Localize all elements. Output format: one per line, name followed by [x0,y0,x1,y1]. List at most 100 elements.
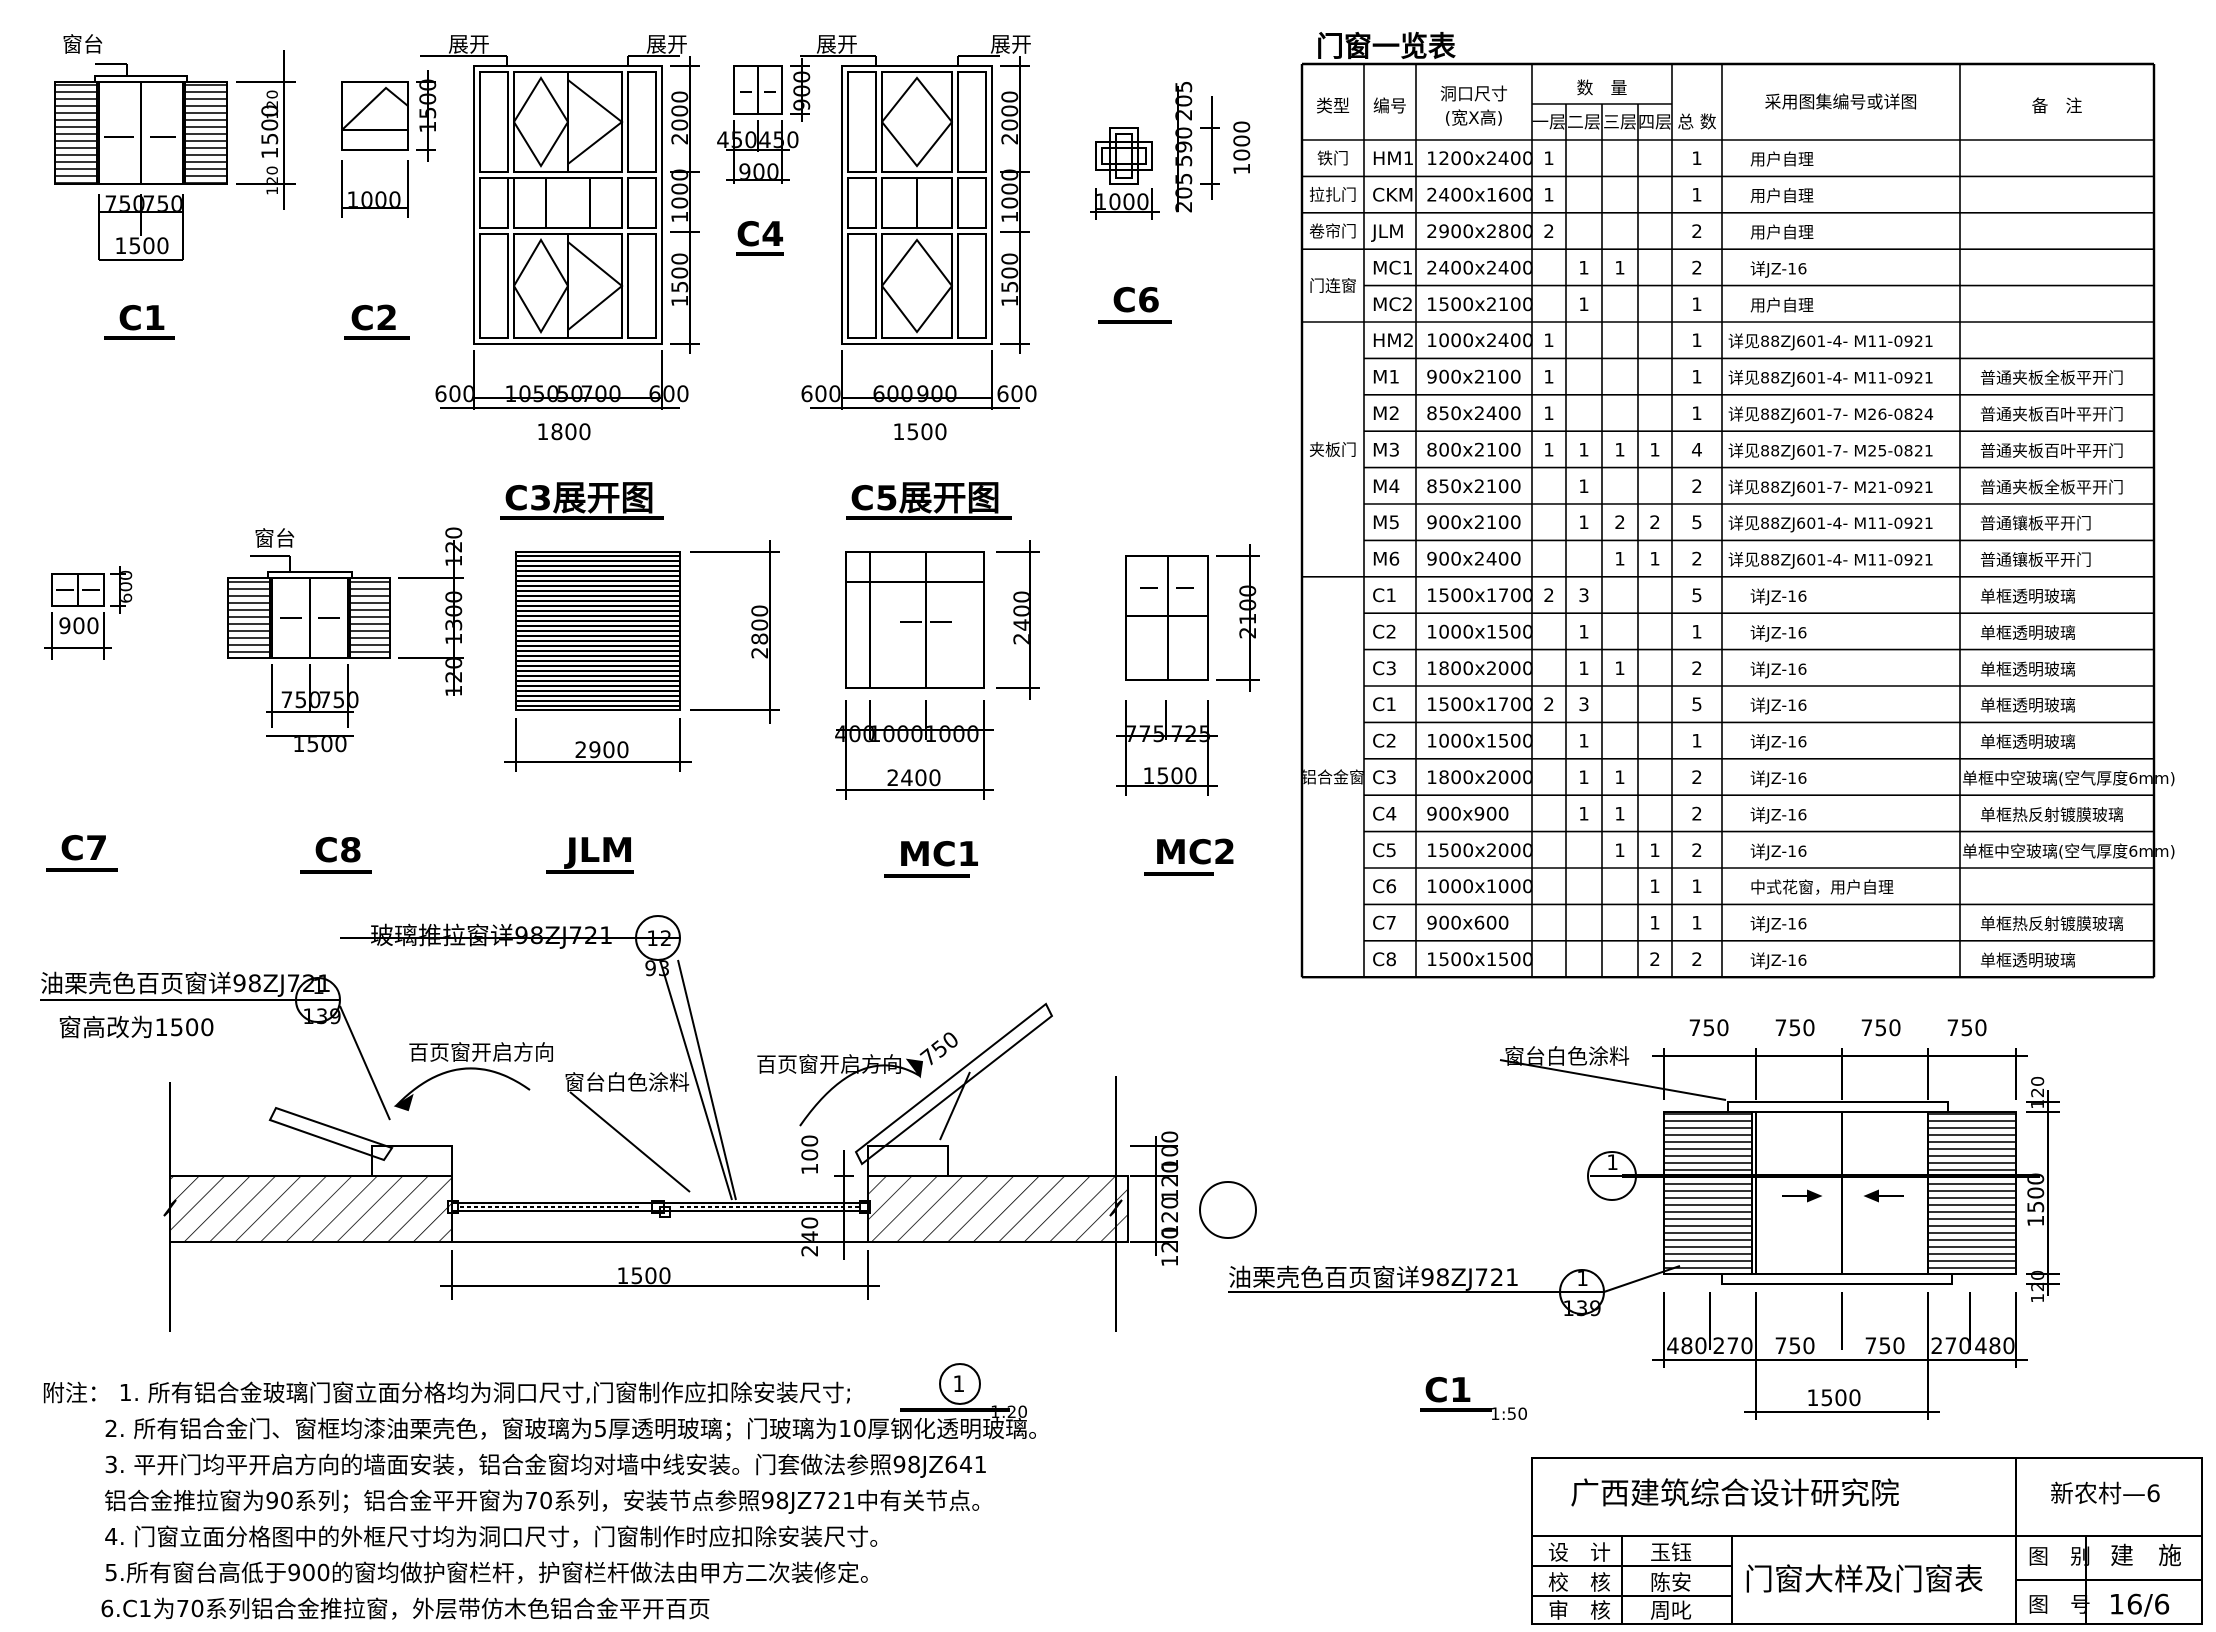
row-floor1: 2 [1543,585,1555,607]
row-floor4: 2 [1649,512,1661,534]
c5-dim-1000: 1000 [999,168,1024,224]
row-size: 1200x2400 [1426,148,1534,170]
c1d-dim-1500: 1500 [1806,1387,1862,1412]
c1-sill-label: 窗台 [62,33,104,57]
notes-block: 附注： 1. 所有铝合金玻璃门窗立面分格均为洞口尺寸,门窗制作应扣除安装尺寸; … [42,1376,1542,1628]
shutter-ref-left: 油栗壳色百页窗详98ZJ721 [40,970,332,998]
institute-name: 广西建筑综合设计研究院 [1570,1477,1900,1512]
c8-elevation [227,540,464,737]
row-reference: 中式花窗，用户自理 [1750,878,1894,897]
label-c8: C8 [314,831,363,871]
row-reference: 用户自理 [1750,150,1814,169]
row-size: 900x2400 [1426,549,1522,571]
c6-dim-1000: 1000 [1094,191,1150,216]
row-total: 1 [1691,403,1703,425]
group-label: 铝合金窗 [1301,768,1365,787]
c3-unfold-left-label: 展开 [448,33,490,57]
row-reference: 用户自理 [1750,223,1814,242]
row-code: CKM [1372,185,1414,207]
row-reference: 详JZ-16 [1750,587,1808,606]
row-code: C4 [1372,803,1397,825]
row-size: 2900x2800 [1426,221,1534,243]
c1-dim-1500: 1500 [114,235,170,260]
jlm-dim-2900: 2900 [574,739,630,764]
sliding-window-ref-num: 12 [646,927,673,951]
category-value: 建 施 [2110,1542,2182,1570]
row-total: 2 [1691,658,1703,680]
label-c3-unfold: C3展开图 [504,479,655,519]
row-total: 1 [1691,367,1703,389]
mc1-elevation [836,540,1040,800]
sliding-window-ref: 玻璃推拉窗详98ZJ721 [370,922,614,950]
row-code: C5 [1372,840,1397,862]
header-note: 备 注 [2032,97,2083,117]
c8-dim-120-top: 120 [443,526,468,568]
group-label: 门连窗 [1309,277,1357,296]
section-dim-240: 240 [799,1216,824,1258]
row-total: 2 [1691,549,1703,571]
row-size: 900x2100 [1426,512,1522,534]
mc1-dim-400: 400 [834,723,876,748]
row-reference: 详JZ-16 [1750,842,1808,861]
row-code: M5 [1372,512,1400,534]
c4-dim-450b: 450 [758,129,800,154]
row-floor2: 1 [1578,512,1590,534]
row-reference: 详JZ-16 [1750,660,1808,679]
row-note: 单框透明玻璃 [1980,623,2076,642]
section-dim-100-inner: 100 [799,1134,824,1176]
row-code: M3 [1372,439,1400,461]
c6-elevation [1090,86,1220,220]
row-size: 1500x1500 [1426,949,1534,971]
row-size: 1800x2000 [1426,658,1534,680]
c6-dim-205-bottom: 205 [1173,172,1198,214]
jlm-elevation [504,540,780,772]
row-floor1: 2 [1543,694,1555,716]
c1-detail-section-mark: 1 [1606,1151,1619,1175]
shutter-ref-right: 油栗壳色百页窗详98ZJ721 [1228,1264,1520,1292]
detail-number: 1 [952,1373,966,1398]
row-size: 1000x1500 [1426,621,1534,643]
mc2-dim-1500: 1500 [1142,765,1198,790]
label-c7: C7 [60,829,109,869]
sill-paint-left: 窗台白色涂料 [564,1071,690,1095]
row-floor1: 1 [1543,330,1555,352]
c8-dim-1500: 1500 [292,733,348,758]
row-reference: 详JZ-16 [1750,733,1808,752]
label-c4: C4 [736,215,785,255]
c3-dim-2000: 2000 [669,90,694,146]
c7-elevation [44,566,126,660]
row-reference: 详见88ZJ601-7- M25-0821 [1728,441,1934,460]
c1-dim-750a: 750 [104,193,146,218]
row-floor3: 1 [1614,767,1626,789]
c3-dim-1050: 1050 [504,383,560,408]
row-code: JLM [1371,221,1405,243]
row-floor4: 1 [1649,840,1661,862]
c3-dim-50: 50 [556,383,584,408]
row-total: 1 [1691,913,1703,935]
c1d-dim-270-right: 270 [1930,1335,1972,1360]
row-size: 900x900 [1426,803,1510,825]
section-detail-1 [40,915,1257,1412]
c4-dim-450a: 450 [716,129,758,154]
c8-dim-750a: 750 [280,689,322,714]
c3-unfold-right-label: 展开 [646,33,688,57]
row-reference: 详JZ-16 [1750,951,1808,970]
row-floor3: 1 [1614,257,1626,279]
mc1-dim-1000a: 1000 [868,723,924,748]
row-floor3: 1 [1614,840,1626,862]
note-3a: 3. 平开门均平开启方向的墙面安装，铝合金窗均对墙中线安装。门套做法参照98JZ… [104,1453,988,1479]
row-code: C2 [1372,621,1397,643]
section-dim-1500: 1500 [616,1265,672,1290]
check-label: 校 核 [1548,1571,1611,1595]
section-dim-100: 100 [1159,1130,1184,1172]
c7-dim-600: 600 [116,570,137,604]
label-c1-detail: C1 [1424,1371,1473,1411]
c6-dim-1000-h: 1000 [1231,120,1256,176]
row-code: C7 [1372,913,1397,935]
row-note: 单框透明玻璃 [1980,660,2076,679]
c4-dim-900: 900 [738,161,780,186]
c5-unfold-right-label: 展开 [990,33,1032,57]
row-total: 5 [1691,694,1703,716]
schedule-title: 门窗一览表 [1316,30,1456,63]
row-reference: 详JZ-16 [1750,623,1808,642]
